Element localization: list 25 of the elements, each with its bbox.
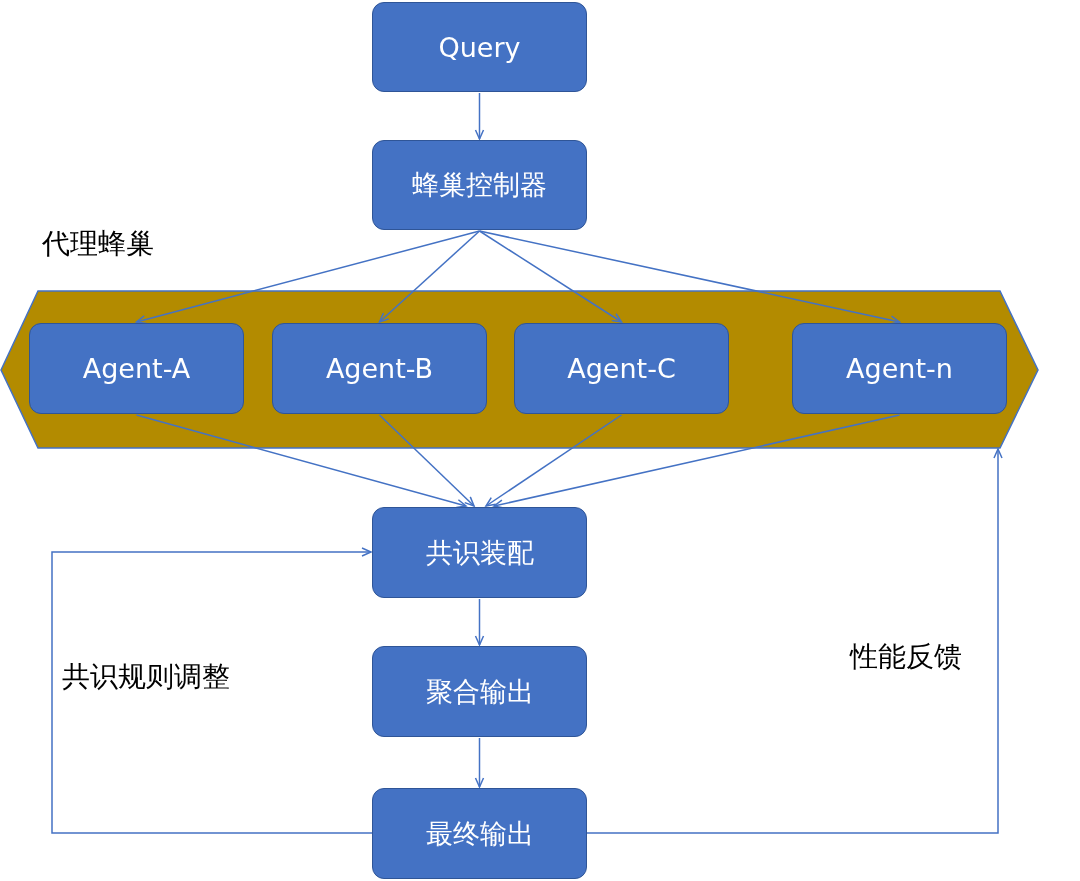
arrow (474, 92, 485, 140)
process-box: Agent-A (29, 323, 244, 414)
group-heading: 代理蜂巢 (42, 226, 154, 262)
process-box: 共识装配 (372, 507, 587, 598)
process-box: Agent-C (514, 323, 729, 414)
process-box: 蜂巢控制器 (372, 140, 587, 230)
process-box: 最终输出 (372, 788, 587, 879)
arrow (378, 414, 475, 507)
arrow (478, 230, 623, 323)
arrow (135, 230, 481, 325)
process-box: Query (372, 2, 587, 92)
arrow (474, 598, 485, 646)
arrow (586, 448, 1003, 834)
arrow (135, 414, 467, 509)
arrow (378, 230, 481, 323)
arrow (485, 414, 623, 507)
process-box: Agent-n (792, 323, 1007, 414)
edge-label: 性能反馈 (850, 639, 962, 675)
arrow (474, 737, 485, 788)
arrow (493, 414, 901, 509)
arrow (478, 230, 901, 325)
edge-label: 共识规则调整 (62, 659, 230, 695)
process-box: Agent-B (272, 323, 487, 414)
arrow (51, 547, 373, 834)
process-box: 聚合输出 (372, 646, 587, 737)
